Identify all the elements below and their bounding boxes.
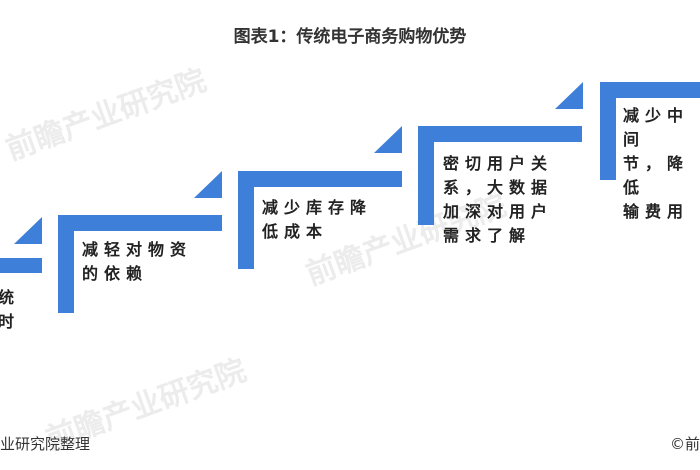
step-bar — [600, 82, 616, 180]
step-bar — [600, 82, 700, 98]
step-arrow — [194, 171, 222, 198]
step-bar — [418, 126, 582, 142]
step-text: 减轻对物资 的依赖 — [82, 240, 193, 283]
copyright: ©前 — [669, 435, 700, 453]
step-text: 统 时 — [0, 288, 21, 331]
step-arrow — [14, 217, 42, 244]
step-bar — [238, 171, 254, 269]
step-bar — [58, 215, 74, 313]
step-bar — [418, 126, 434, 225]
step-text: 密切用户关 系，大数据 加深对用户 需求了解 — [443, 154, 554, 245]
step-bar — [238, 171, 402, 187]
watermark: 前瞻产业研究院 — [1, 62, 211, 168]
step-bar — [0, 258, 42, 273]
step-arrow — [374, 126, 402, 153]
step-bar — [58, 215, 222, 231]
step-text: 减少中间 节，降低 输费用 — [623, 106, 690, 221]
source-note: 业研究院整理 — [0, 435, 91, 453]
step-text: 减少库存降 低成本 — [262, 198, 373, 241]
page-title: 图表1：传统电子商务购物优势 — [233, 27, 467, 47]
step-arrow — [555, 82, 583, 109]
